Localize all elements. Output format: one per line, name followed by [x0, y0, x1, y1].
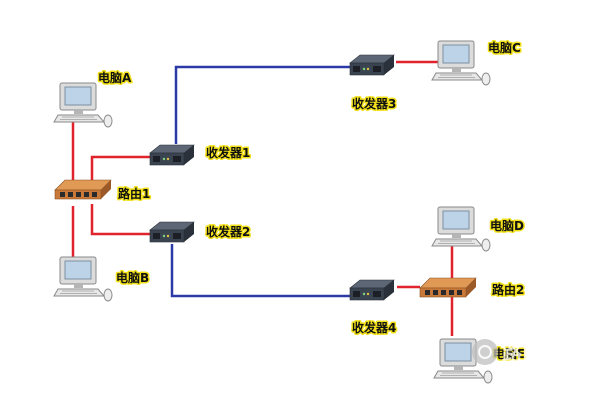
- router-2-router-icon: [419, 277, 477, 298]
- transceiver-4-media-converter-icon: [349, 279, 395, 301]
- transceiver-2-media-converter-icon: [149, 221, 195, 243]
- pc-d-computer-icon: [431, 206, 491, 252]
- link-transceiver-1-transceiver-3: [174, 65, 351, 144]
- pc-b-label: 电脑B: [116, 270, 149, 285]
- router-1-router-icon: [54, 179, 112, 200]
- router-2-label: 路由2: [492, 282, 524, 297]
- watermark: 路由器 luyouqi.com: [472, 339, 575, 379]
- pc-c-computer-icon: [431, 40, 491, 86]
- watermark-logo-icon: [472, 339, 498, 365]
- transceiver-3-media-converter-icon: [349, 54, 395, 76]
- link-router-1-transceiver-2: [90, 204, 152, 236]
- router-1-label: 路由1: [118, 186, 150, 201]
- transceiver-3-label: 收发器3: [352, 96, 396, 111]
- pc-b-computer-icon: [53, 256, 113, 302]
- links: [71, 60, 454, 336]
- link-router-1-transceiver-1: [90, 155, 152, 185]
- watermark-title: 路由器: [502, 341, 563, 365]
- pc-e-label: 电脑E: [493, 346, 525, 361]
- transceiver-1-media-converter-icon: [149, 144, 195, 166]
- transceiver-2-label: 收发器2: [206, 224, 250, 239]
- watermark-url: luyouqi.com: [520, 369, 575, 379]
- transceiver-1-label: 收发器1: [206, 145, 250, 160]
- pc-d-label: 电脑D: [490, 218, 524, 233]
- pc-a-label: 电脑A: [98, 70, 132, 85]
- transceiver-4-label: 收发器4: [352, 320, 396, 335]
- link-transceiver-2-transceiver-4: [170, 244, 352, 298]
- pc-a-computer-icon: [53, 82, 113, 128]
- pc-c-label: 电脑C: [488, 40, 521, 55]
